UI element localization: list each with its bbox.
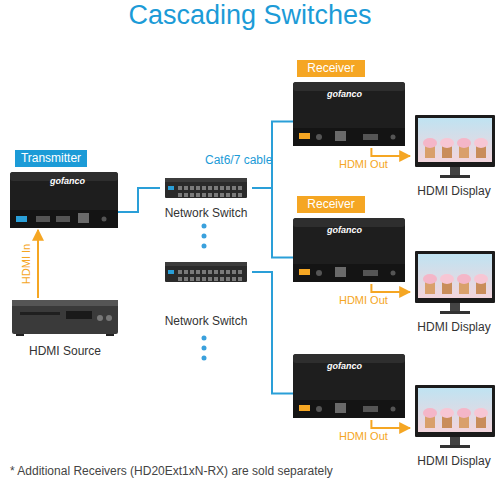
edge-label: HDMI Out	[339, 158, 388, 170]
hdmi-connector	[37, 230, 39, 298]
node-caption: Network Switch	[160, 314, 252, 328]
display-box: HDMI Display	[410, 248, 498, 334]
node-heading: Receiver	[297, 60, 365, 77]
node-caption: Network Switch	[160, 206, 252, 220]
node-heading: Transmitter	[15, 150, 87, 167]
brand-text: gofanco	[327, 225, 362, 235]
receiver-box: Receiver gofanco	[293, 196, 405, 284]
monitor	[415, 115, 495, 178]
receiver-device	[293, 82, 405, 146]
source-box: HDMI Source	[5, 298, 125, 358]
receiver-device	[293, 354, 405, 418]
brand-text: gofanco	[327, 89, 362, 99]
edge-label: HDMI Out	[339, 430, 388, 442]
brand-text: gofanco	[50, 176, 85, 186]
receiver-box: gofanco	[293, 332, 405, 420]
edge-label: HDMI In	[20, 244, 32, 284]
edge-label: HDMI Out	[339, 294, 388, 306]
switch-box: Network Switch	[160, 176, 252, 220]
node-heading: Receiver	[297, 196, 365, 213]
node-caption: HDMI Display	[410, 184, 498, 198]
footnote: * Additional Receivers (HD20Ext1xN-RX) a…	[10, 464, 333, 478]
hdmi-connector	[371, 148, 410, 156]
node-caption: HDMI Display	[410, 454, 498, 468]
monitor	[415, 251, 495, 314]
display-box: HDMI Display	[410, 112, 498, 198]
continuation-dots	[202, 224, 207, 361]
transmitter-box: Transmitter gofanco	[10, 150, 118, 230]
cable-label: Cat6/7 cable	[205, 153, 272, 167]
cable-connector	[252, 188, 293, 258]
brand-text: gofanco	[327, 361, 362, 371]
switch-box: Network Switch	[160, 258, 252, 328]
transmitter-device	[10, 172, 118, 228]
node-caption: HDMI Display	[410, 320, 498, 334]
dvd-player	[12, 300, 118, 336]
cable-connector	[252, 272, 293, 394]
node-caption: HDMI Source	[5, 344, 125, 358]
switch-device	[165, 178, 247, 198]
diagram-title: Cascading Switches	[0, 0, 500, 31]
display-box: HDMI Display	[410, 382, 498, 468]
receiver-device	[293, 218, 405, 282]
monitor	[415, 385, 495, 448]
hdmi-connector	[371, 284, 410, 292]
hdmi-connector	[371, 420, 410, 428]
cable-connector	[118, 188, 160, 212]
receiver-box: Receiver gofanco	[293, 60, 405, 148]
switch-device	[165, 262, 247, 282]
